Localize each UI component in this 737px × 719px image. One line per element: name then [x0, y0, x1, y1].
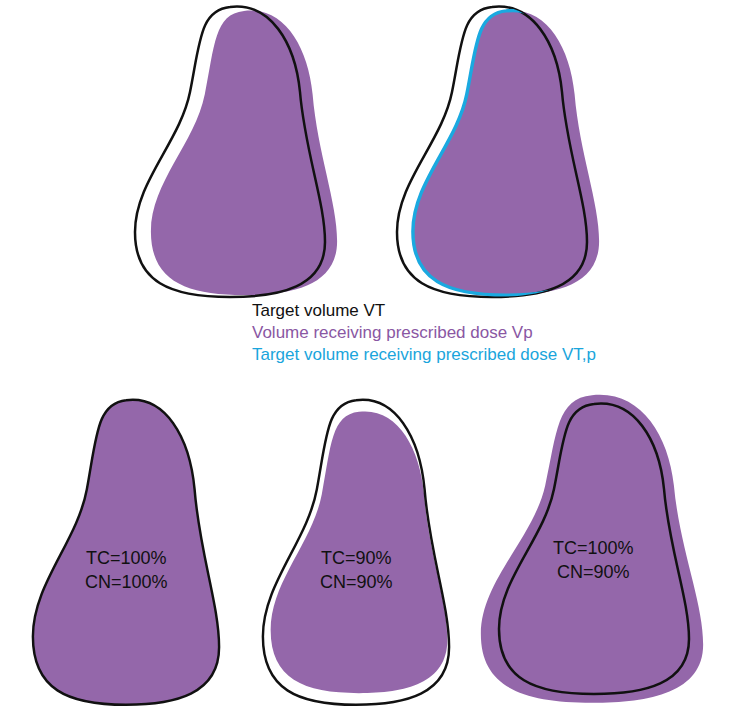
- metric-text: CN=100%: [85, 570, 168, 594]
- metric-text: CN=90%: [320, 570, 393, 594]
- legend-text: Target volume VT: [252, 300, 385, 322]
- volume-shape: TC=90%CN=90%: [320, 546, 393, 594]
- metric-text: CN=90%: [553, 560, 634, 584]
- metric-text: TC=100%: [85, 546, 168, 570]
- metric-text: TC=100%: [553, 536, 634, 560]
- legend-text: Volume receiving prescribed dose Vp: [252, 322, 533, 344]
- target-outline: [135, 7, 325, 297]
- legend-text: Target volume receiving prescribed dose …: [252, 344, 596, 366]
- volume-shape: TC=100%CN=100%: [85, 546, 168, 594]
- matched-volume: [33, 400, 219, 705]
- target-outline: [263, 400, 449, 705]
- target-outline: [397, 7, 587, 297]
- overlap-outline: [397, 7, 599, 297]
- prescribed-volume: [271, 411, 448, 693]
- target-outline: [499, 404, 689, 694]
- metric-text: TC=90%: [320, 546, 393, 570]
- volume-shape: TC=100%CN=90%: [553, 536, 634, 584]
- prescribed-volume: [481, 395, 703, 703]
